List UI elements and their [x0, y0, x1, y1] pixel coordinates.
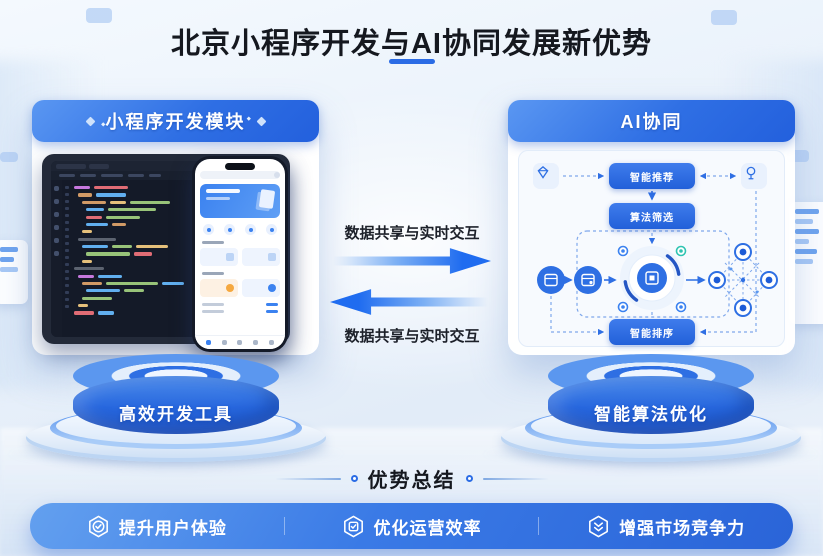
- code-line: [86, 289, 275, 293]
- data-source-nodes: [537, 266, 602, 294]
- summary-item-label: 提升用户体验: [118, 518, 227, 538]
- app-list-row: [202, 310, 278, 313]
- panel-miniprogram-body: [32, 142, 319, 355]
- decorative-line: [482, 477, 549, 480]
- app-quick-icons: [200, 224, 280, 235]
- title-underline: [388, 59, 435, 64]
- pedestal-right-label: 智能算法优化: [594, 405, 708, 424]
- code-line: [82, 296, 275, 300]
- page-title: 北京小程序开发与AI协同发展新优势: [170, 28, 652, 60]
- summary-item-label: 优化运营效率: [373, 518, 482, 538]
- app-card-row: [200, 248, 280, 266]
- banner-illustration: [258, 189, 276, 209]
- code-line: [74, 311, 275, 315]
- pedestal-left-label: 高效开发工具: [119, 405, 233, 424]
- diagram-pill-bottom: 智能排序: [609, 319, 695, 345]
- editor-tabbar: [51, 171, 281, 180]
- code-line: [82, 245, 275, 249]
- app-list-row: [202, 303, 278, 306]
- sparkle-icon: [85, 116, 95, 126]
- divider: [283, 517, 285, 535]
- pedestal-right: 智能算法优化: [481, 350, 821, 466]
- editor-code-area: [72, 180, 281, 337]
- code-line: [74, 267, 275, 271]
- app-banner: [200, 184, 280, 218]
- message-gem-icon: [533, 163, 559, 189]
- summary-item-efficiency: 优化运营效率: [285, 514, 539, 539]
- hexagon-check-icon: [88, 515, 108, 537]
- code-line: [78, 304, 275, 308]
- panel-ai-title: AI协同: [620, 112, 683, 132]
- app-section-label: [202, 272, 224, 275]
- summary-item-user-experience: 提升用户体验: [30, 514, 284, 539]
- panel-miniprogram-header: 小程序开发模块: [32, 100, 319, 142]
- code-line: [86, 252, 275, 256]
- app-search-bar: [200, 171, 280, 179]
- exchange-label-bottom: 数据共享与实时交互: [344, 328, 480, 345]
- pedestal-body: [73, 376, 279, 434]
- code-line: [78, 274, 275, 278]
- ai-flow-diagram: 智能推荐 算法筛选 智能排序: [518, 150, 785, 347]
- exchange-label-top: 数据共享与实时交互: [344, 225, 480, 242]
- pedestal-body: [548, 376, 754, 434]
- code-line: [82, 200, 275, 204]
- app-section-label: [202, 241, 224, 244]
- code-line: [82, 281, 275, 286]
- code-line: [78, 237, 275, 241]
- summary-bar: 提升用户体验 优化运营效率 增强市场竞争力: [30, 503, 793, 549]
- decorative-dot: [465, 475, 473, 482]
- code-line: [74, 186, 275, 190]
- sparkle-icon: [256, 116, 266, 126]
- editor-main: [51, 180, 281, 337]
- pedestal-cylinder: 智能算法优化: [548, 354, 754, 434]
- diagram-pill-top: 智能推荐: [609, 163, 695, 189]
- editor-line-numbers: [62, 180, 72, 337]
- panel-miniprogram: 小程序开发模块: [32, 100, 319, 355]
- summary-heading-text: 优势总结: [367, 470, 456, 492]
- code-line: [86, 222, 275, 227]
- code-line: [82, 259, 275, 263]
- background-chip: [0, 152, 18, 162]
- ai-core-hub: [620, 246, 684, 310]
- code-line: [86, 208, 275, 212]
- panel-ai-header: AI协同: [508, 100, 795, 142]
- panel-ai-body: 智能推荐 算法筛选 智能排序: [508, 142, 795, 355]
- hub-satellite-nodes: [617, 245, 687, 313]
- code-line: [86, 215, 275, 219]
- summary-item-competitiveness: 增强市场竞争力: [539, 514, 793, 539]
- summary-heading: 优势总结: [0, 464, 823, 493]
- hexagon-task-icon: [343, 515, 363, 537]
- hexagon-chevrons-icon: [589, 515, 609, 537]
- editor-activitybar: [51, 180, 62, 337]
- pedestal-cylinder: 高效开发工具: [73, 354, 279, 434]
- app-tab-bar: [195, 335, 285, 349]
- neural-network-graph: [708, 243, 778, 317]
- background-chip: [711, 10, 737, 25]
- background-widget: [0, 240, 28, 304]
- phone-mockup: [192, 156, 288, 352]
- diagram-pill-middle: 算法筛选: [609, 203, 695, 229]
- phone-screen: [195, 159, 285, 349]
- app-card-row: [200, 279, 280, 297]
- divider: [538, 517, 540, 535]
- code-line: [82, 230, 275, 234]
- panel-miniprogram-title: 小程序开发模块: [105, 112, 246, 132]
- panel-ai: AI协同: [508, 100, 795, 355]
- decorative-line: [274, 477, 341, 480]
- summary-item-label: 增强市场竞争力: [619, 518, 746, 538]
- idea-bulb-icon: [741, 163, 767, 189]
- phone-notch: [225, 163, 255, 170]
- background-chip: [86, 8, 112, 23]
- pedestal-left: 高效开发工具: [6, 350, 346, 466]
- decorative-dot: [350, 475, 358, 482]
- diagram-connectors: [537, 172, 778, 336]
- code-line: [78, 193, 275, 197]
